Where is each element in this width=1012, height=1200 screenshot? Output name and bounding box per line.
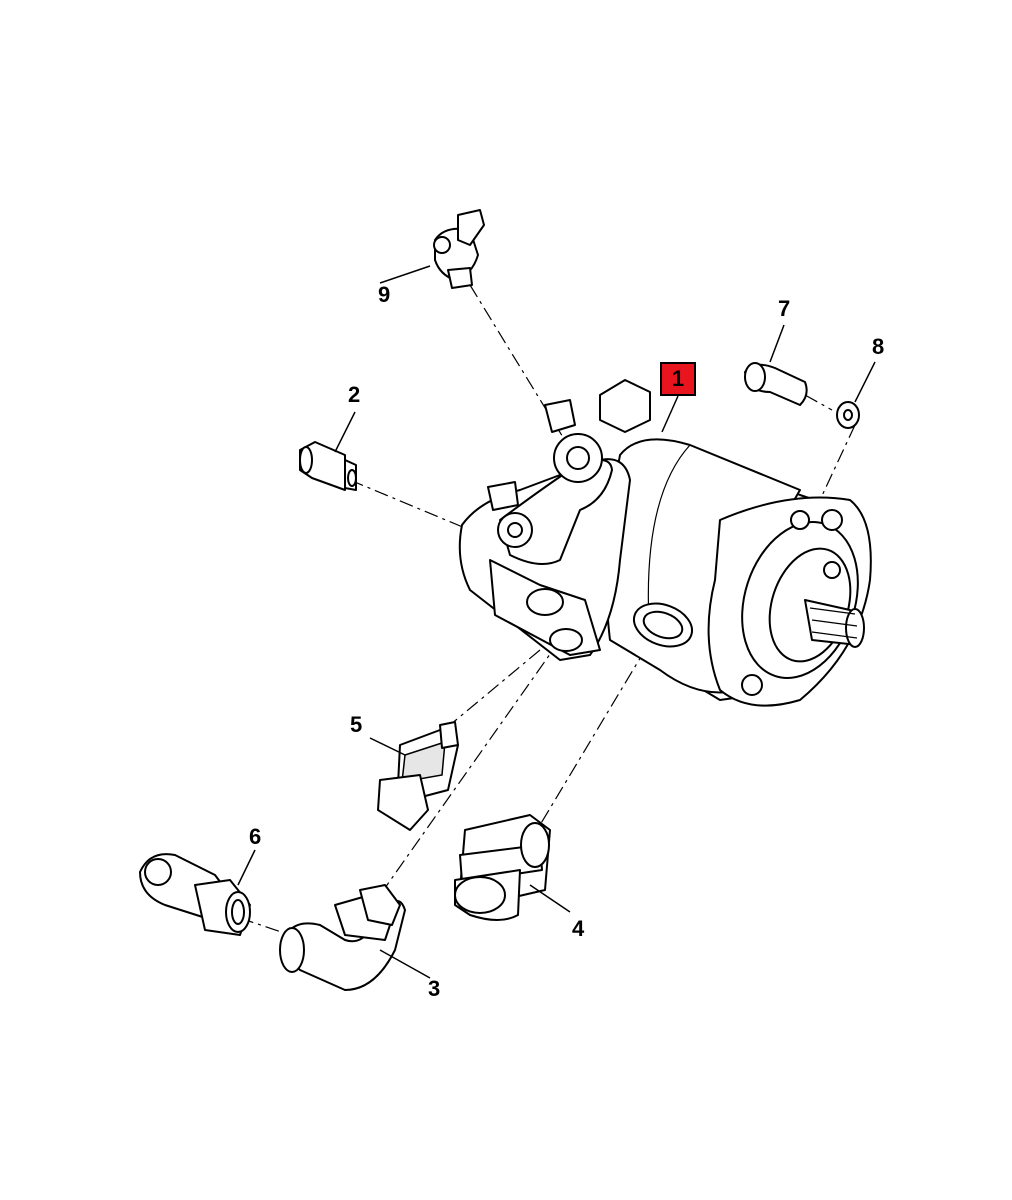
callout-1-leader — [661, 395, 679, 433]
straight-adapter-icon — [454, 814, 571, 921]
callout-8-label: 8 — [872, 334, 885, 359]
elbow-fitting-icon — [279, 884, 431, 991]
callout-6-label: 6 — [249, 824, 262, 849]
callout-3-label: 3 — [428, 976, 441, 1001]
callout-1-box: 1 — [660, 362, 696, 396]
callout-9-label: 9 — [378, 282, 391, 307]
callout-5-label: 5 — [350, 712, 363, 737]
sensor-valve-icon — [379, 209, 485, 289]
callout-7-label: 7 — [778, 296, 791, 321]
plug-fitting-icon — [299, 411, 357, 491]
callout-4-label: 4 — [572, 916, 585, 941]
pressure-switch-icon — [369, 721, 459, 831]
hydraulic-pump-icon — [458, 379, 872, 707]
callout-2-label: 2 — [348, 382, 361, 407]
bolt-icon — [744, 324, 808, 406]
callout-1-label: 1 — [671, 366, 685, 391]
swivel-elbow-icon — [139, 849, 256, 936]
washer-icon — [836, 361, 876, 429]
